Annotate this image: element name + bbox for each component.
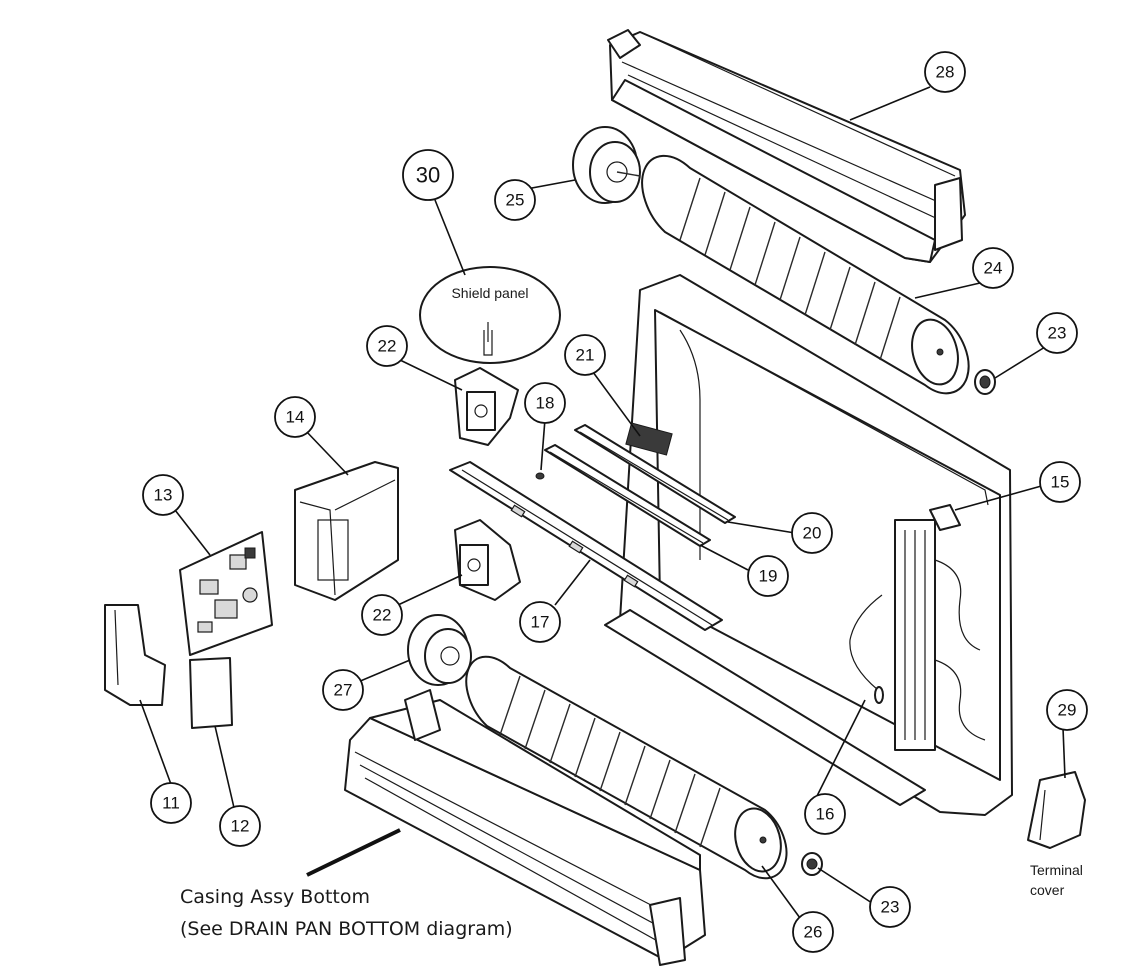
svg-text:23: 23 (881, 898, 900, 917)
part-27-fan-motor (407, 614, 472, 686)
part-12-plate (189, 657, 233, 729)
callout-14: 14 (274, 396, 316, 438)
callout-21: 21 (564, 334, 606, 376)
part-24-cross-flow-fan (641, 154, 970, 395)
part-13-control-pcb (179, 531, 273, 656)
part-17-horizontal-bar (449, 461, 723, 631)
part-23-nut-top (974, 369, 996, 395)
svg-text:24: 24 (984, 259, 1003, 278)
part-21-sensor (625, 422, 673, 456)
callout-18: 18 (524, 382, 566, 424)
part-14-electrical-box (294, 461, 399, 601)
callout-22-upper: 22 (366, 325, 408, 367)
part-29-terminal-cover (1027, 771, 1086, 849)
svg-text:16: 16 (816, 805, 835, 824)
shield-panel-bubble (419, 266, 561, 364)
svg-text:27: 27 (334, 681, 353, 700)
svg-text:23: 23 (1048, 324, 1067, 343)
svg-text:21: 21 (576, 346, 595, 365)
callout-13: 13 (142, 474, 184, 516)
casing-assy-label-line2: (See DRAIN PAN BOTTOM diagram) (180, 918, 513, 940)
svg-text:28: 28 (936, 63, 955, 82)
callout-20: 20 (791, 512, 833, 554)
callout-15: 15 (1039, 461, 1081, 503)
shield-panel-label: Shield panel (451, 285, 528, 301)
callout-23-top: 23 (1036, 312, 1078, 354)
casing-assy-bottom (344, 689, 706, 966)
part-26-cross-flow-fan (465, 655, 788, 880)
part-22-bearing-holder-lower (454, 519, 521, 601)
svg-text:13: 13 (154, 486, 173, 505)
callout-16: 16 (804, 793, 846, 835)
svg-text:30: 30 (416, 163, 440, 188)
svg-text:12: 12 (231, 817, 250, 836)
callout-25: 25 (494, 179, 536, 221)
callout-19: 19 (747, 555, 789, 597)
casing-assy-label-line1: Casing Assy Bottom (180, 886, 370, 908)
svg-text:22: 22 (373, 606, 392, 625)
svg-text:25: 25 (506, 191, 525, 210)
svg-text:22: 22 (378, 337, 397, 356)
callout-27: 27 (322, 669, 364, 711)
callout-23-bottom: 23 (869, 886, 911, 928)
callout-29: 29 (1046, 689, 1088, 731)
terminal-cover-label-line1: Terminal (1030, 862, 1083, 878)
part-15-bracket (929, 504, 961, 531)
svg-text:29: 29 (1058, 701, 1077, 720)
callout-17: 17 (519, 601, 561, 643)
part-20-guide-bar (574, 424, 736, 524)
leader-lines (139, 86, 1066, 919)
part-23-nut-bottom (801, 852, 823, 876)
svg-text:11: 11 (162, 794, 180, 813)
svg-text:17: 17 (531, 613, 550, 632)
part-11-cover (104, 604, 166, 706)
svg-text:15: 15 (1051, 473, 1070, 492)
part-18-screw (535, 472, 545, 480)
svg-text:18: 18 (536, 394, 555, 413)
svg-text:19: 19 (759, 567, 778, 586)
callout-28: 28 (924, 51, 966, 93)
callout-24: 24 (972, 247, 1014, 289)
part-22-bearing-holder-upper (454, 367, 519, 446)
part-28-top-casing (607, 29, 966, 263)
callout-22-lower: 22 (361, 594, 403, 636)
part-25-fan-motor (572, 126, 641, 204)
svg-text:20: 20 (803, 524, 822, 543)
part-19-guide-bar (544, 444, 711, 547)
callout-12: 12 (219, 805, 261, 847)
svg-text:26: 26 (804, 923, 823, 942)
callout-11: 11 (150, 782, 192, 824)
base-plate (604, 609, 926, 806)
callout-30: 30 (402, 149, 454, 201)
svg-text:14: 14 (286, 408, 305, 427)
callout-26: 26 (792, 911, 834, 953)
terminal-cover-label-line2: cover (1030, 882, 1065, 898)
